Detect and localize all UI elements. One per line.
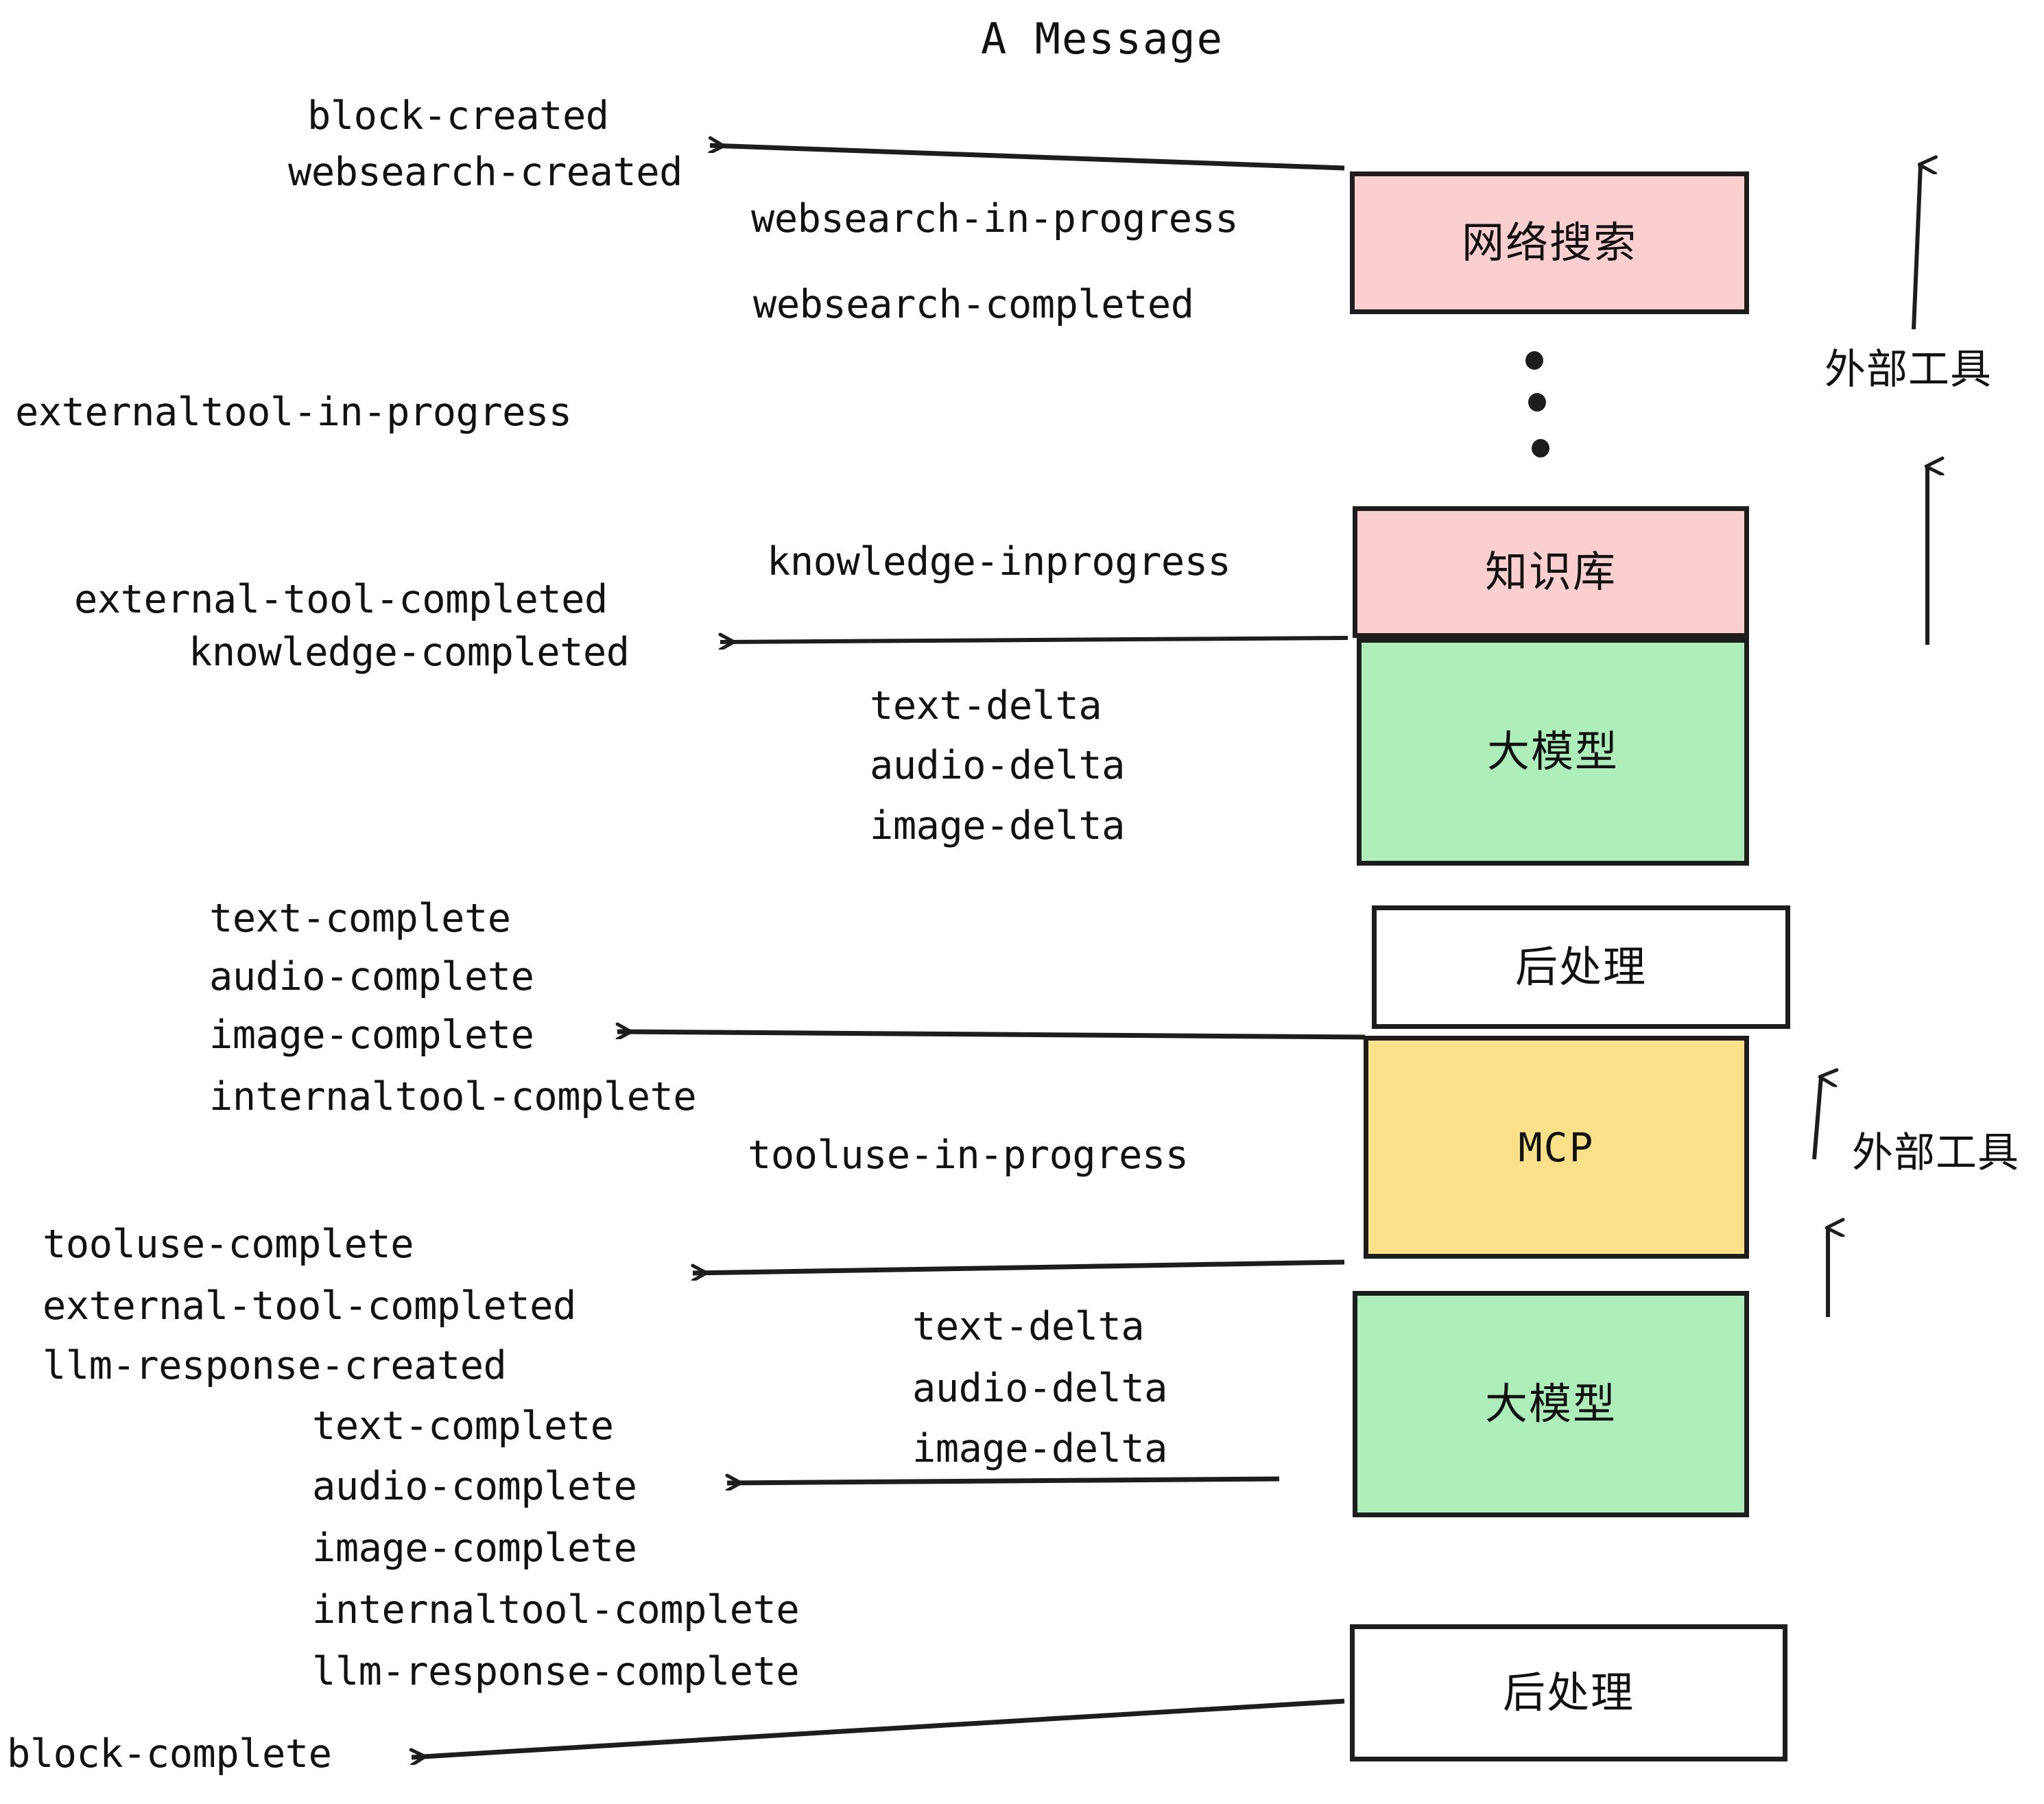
event-block-created: block-created [307,93,609,139]
node-llm-top[interactable]: 大模型 [1357,638,1749,866]
arrow-block-complete [412,1698,1345,1757]
node-llm-bottom-label: 大模型 [1484,1379,1617,1429]
event-audio-complete-1: audio-complete [209,954,534,999]
node-knowledge[interactable]: 知识库 [1353,506,1749,638]
event-audio-complete-2: audio-complete [312,1464,637,1509]
event-websearch-created: websearch-created [288,150,682,195]
event-knowledge-inprogress: knowledge-inprogress [767,539,1231,584]
event-external-tool-completed-2: external-tool-completed [43,1283,576,1329]
arrow-tooluse-complete [693,1259,1345,1273]
event-llm-response-created: llm-response-created [43,1343,507,1388]
event-image-complete-2: image-complete [312,1526,637,1571]
event-tooluse-in-progress: tooluse-in-progress [748,1132,1189,1178]
event-text-delta-1: text-delta [870,683,1102,728]
ellipsis-dot-3 [1532,439,1549,458]
bracket-external-tool-top-up [1912,165,1921,330]
event-tooluse-complete: tooluse-complete [43,1222,414,1267]
event-block-complete: block-complete [7,1731,332,1777]
bracket-external-tool-bottom-up [1812,1077,1821,1160]
event-text-delta-2: text-delta [912,1304,1145,1349]
node-postprocess-top[interactable]: 后处理 [1372,905,1790,1029]
arrow-knowledge-completed [720,638,1348,642]
event-external-tool-completed-1: external-tool-completed [74,577,608,622]
node-llm-bottom[interactable]: 大模型 [1353,1291,1749,1517]
page-title: A Message [981,14,1224,64]
ellipsis-dot-1 [1525,351,1543,370]
event-audio-delta-1: audio-delta [870,743,1126,788]
event-internaltool-complete-1: internaltool-complete [209,1074,697,1119]
side-label-external-tool-bottom: 外部工具 [1852,1129,2019,1177]
event-audio-delta-2: audio-delta [912,1366,1168,1411]
node-mcp[interactable]: MCP [1364,1036,1749,1259]
event-image-delta-1: image-delta [870,803,1126,848]
event-text-complete-1: text-complete [209,896,511,941]
node-postprocess-top-label: 后处理 [1514,942,1647,992]
node-websearch[interactable]: 网络搜索 [1350,171,1749,314]
event-externaltool-in-progress: externaltool-in-progress [15,390,572,435]
event-internaltool-complete-2: internaltool-complete [312,1587,800,1633]
event-text-complete-2: text-complete [312,1403,614,1449]
node-postprocess-bottom-label: 后处理 [1502,1667,1635,1718]
node-knowledge-label: 知识库 [1484,547,1617,597]
node-websearch-label: 网络搜索 [1461,217,1637,268]
node-llm-top-label: 大模型 [1486,726,1619,776]
arrow-websearch-created [710,145,1345,171]
side-label-external-tool-top: 外部工具 [1825,346,1992,394]
node-mcp-label: MCP [1518,1124,1595,1171]
event-knowledge-completed: knowledge-completed [189,630,630,675]
arrow-audio-complete-bottom [727,1479,1280,1483]
event-websearch-in-progress: websearch-in-progress [751,196,1239,241]
event-llm-response-complete: llm-response-complete [312,1649,800,1694]
arrow-image-complete-top [617,1032,1366,1040]
event-websearch-completed: websearch-completed [753,282,1194,327]
event-image-delta-2: image-delta [912,1426,1168,1471]
node-postprocess-bottom[interactable]: 后处理 [1350,1624,1787,1761]
event-image-complete-1: image-complete [209,1012,534,1058]
ellipsis-dot-2 [1528,393,1546,412]
